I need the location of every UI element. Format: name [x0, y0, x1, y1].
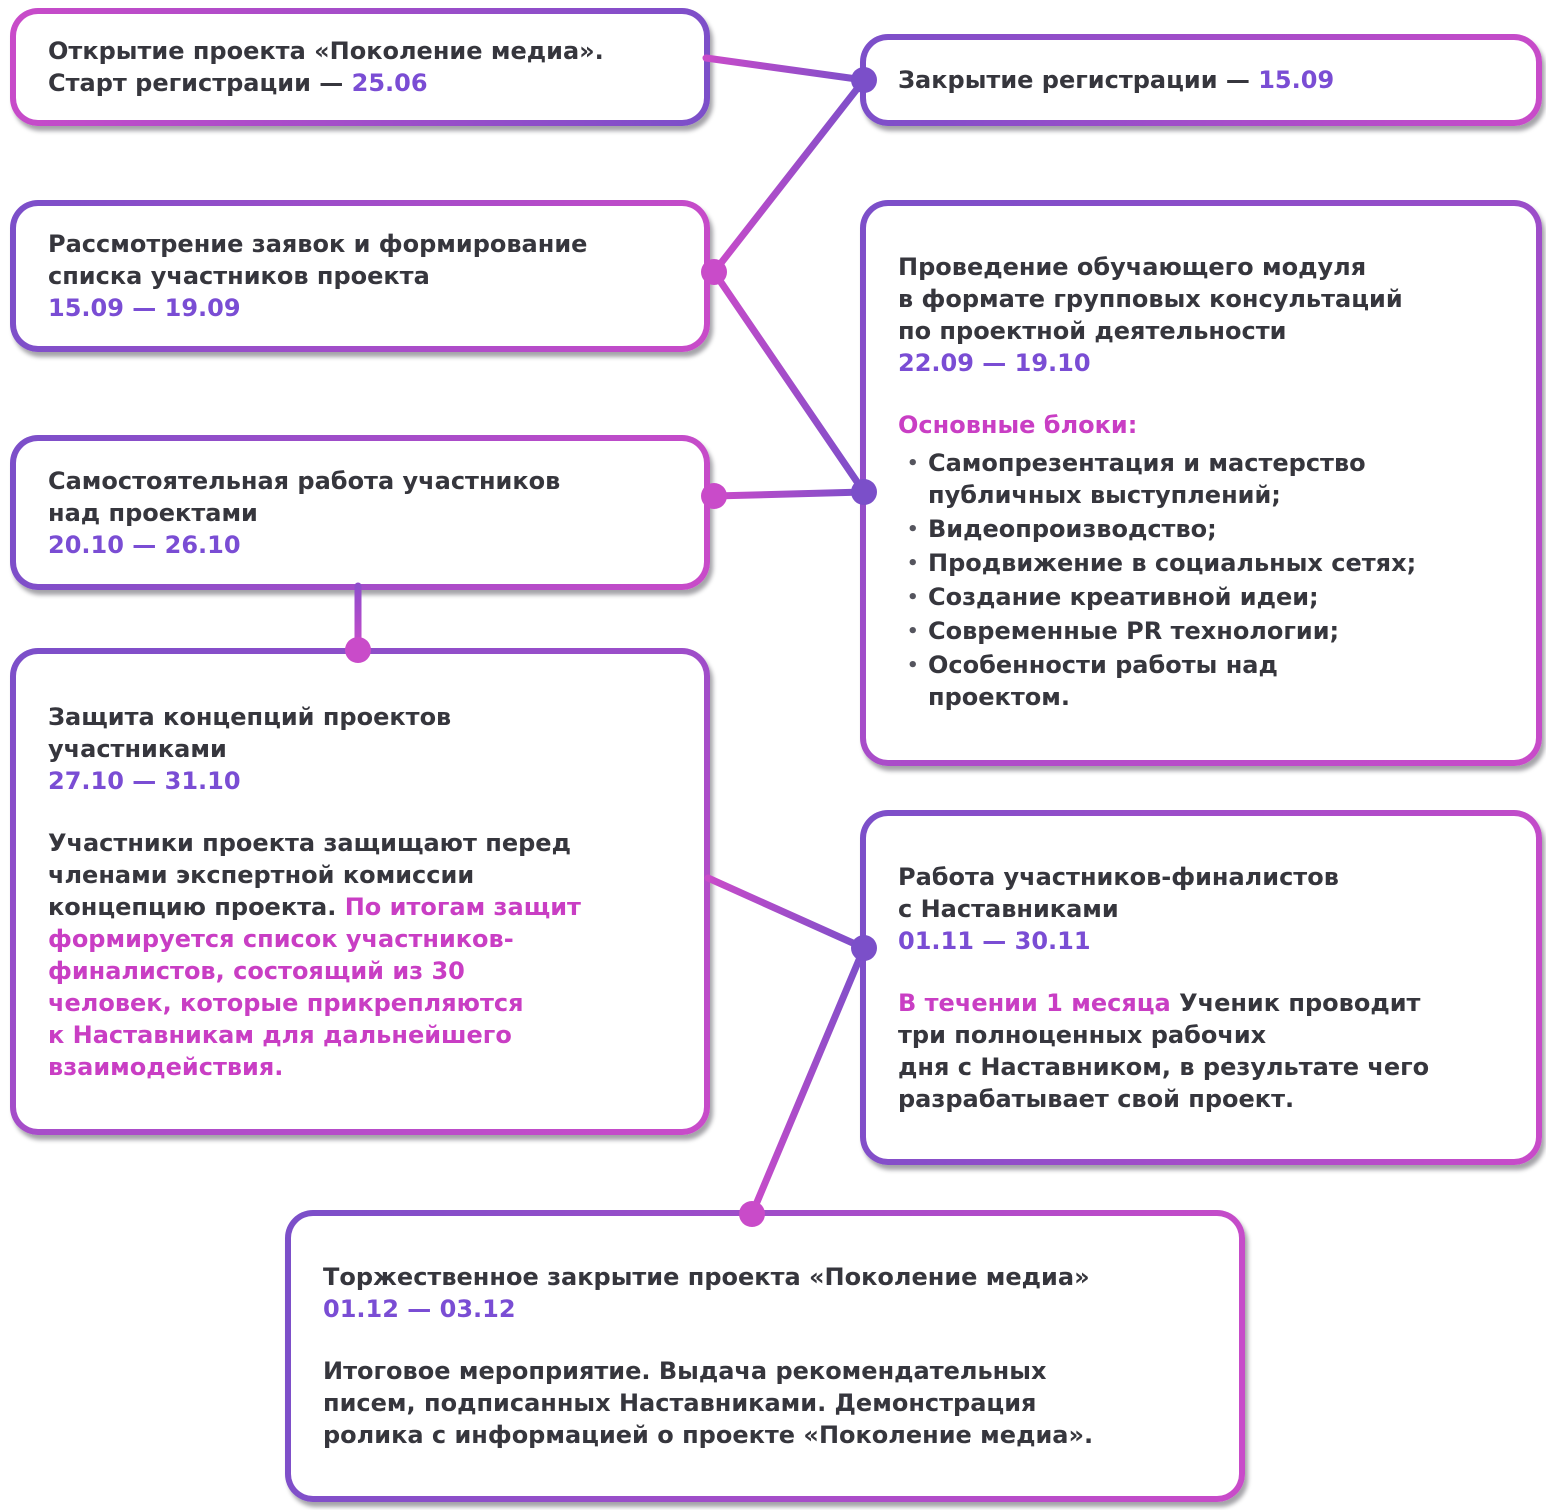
stage-card-defense-body: Защита концепций проектов участниками 27.…	[16, 654, 704, 1129]
stage-defense-title: Защита концепций проектов участниками	[48, 702, 452, 763]
stage-defense-text: Защита концепций проектов участниками 27.…	[48, 701, 672, 797]
stage-card-module: Проведение обучающего модуля в формате г…	[860, 200, 1542, 766]
stage-registration-close-text: Закрытие регистрации — 15.09	[898, 64, 1504, 96]
stage-independent-work-title: Самостоятельная работа участников над пр…	[48, 466, 561, 527]
stage-card-applications-body: Рассмотрение заявок и формирование списк…	[16, 206, 704, 346]
stage-closing-text: Торжественное закрытие проекта «Поколени…	[323, 1261, 1207, 1325]
stage-card-opening: Открытие проекта «Поколение медиа». Стар…	[10, 8, 710, 126]
stage-card-registration-close-body: Закрытие регистрации — 15.09	[866, 40, 1536, 120]
connector-line-opening-to-close	[702, 54, 868, 84]
module-bullet-text: Современные PR технологии;	[928, 617, 1340, 645]
stage-applications-text: Рассмотрение заявок и формирование списк…	[48, 228, 672, 324]
stage-card-closing: Торжественное закрытие проекта «Поколени…	[285, 1210, 1245, 1502]
module-bullet-text: Продвижение в социальных сетях;	[928, 549, 1417, 577]
module-bullet-item: Самопрезентация и мастерство публичных в…	[898, 447, 1504, 511]
stage-registration-close-date: 15.09	[1258, 66, 1335, 94]
stage-opening-date: 25.06	[351, 69, 428, 97]
connector-line-applications-to-module	[710, 268, 868, 496]
stage-card-registration-close: Закрытие регистрации — 15.09	[860, 34, 1542, 126]
stage-card-opening-body: Открытие проекта «Поколение медиа». Стар…	[16, 14, 704, 120]
stage-mentors-description: В течении 1 месяца Ученик проводит три п…	[898, 987, 1504, 1115]
connector-line-independent-to-module	[710, 488, 868, 500]
connector-line-close-to-applications	[710, 76, 868, 276]
module-bullet-text: Видеопроизводство;	[928, 515, 1217, 543]
stage-opening-title: Открытие проекта «Поколение медиа». Стар…	[48, 37, 604, 97]
module-blocks-heading: Основные блоки:	[898, 411, 1138, 439]
stage-opening-text: Открытие проекта «Поколение медиа». Стар…	[48, 35, 672, 99]
stage-module-text: Проведение обучающего модуля в формате г…	[898, 251, 1504, 379]
stage-mentors-description-accent: В течении 1 месяца	[898, 988, 1180, 1017]
stage-independent-work-text: Самостоятельная работа участников над пр…	[48, 465, 672, 561]
module-bullet-item: Видеопроизводство;	[898, 513, 1504, 546]
stage-applications-title: Рассмотрение заявок и формирование списк…	[48, 230, 588, 290]
stage-mentors-title: Работа участников-финалистов с Наставник…	[898, 862, 1339, 923]
stage-defense-description-plain: Участники проекта защищают перед членами…	[48, 828, 571, 921]
stage-defense-date: 27.10 — 31.10	[48, 766, 241, 795]
stage-card-independent-work-body: Самостоятельная работа участников над пр…	[16, 441, 704, 584]
stage-mentors-date: 01.11 — 30.11	[898, 926, 1091, 955]
stage-card-mentors: Работа участников-финалистов с Наставник…	[860, 810, 1542, 1165]
module-bullet-item: Продвижение в социальных сетях;	[898, 547, 1504, 580]
module-bullet-text: Особенности работы над проектом.	[928, 651, 1278, 711]
stage-closing-title: Торжественное закрытие проекта «Поколени…	[323, 1263, 1090, 1291]
stage-mentors-text: Работа участников-финалистов с Наставник…	[898, 861, 1504, 957]
stage-card-module-body: Проведение обучающего модуля в формате г…	[866, 206, 1536, 760]
stage-module-date: 22.09 — 19.10	[898, 349, 1091, 377]
module-blocks-list: Самопрезентация и мастерство публичных в…	[898, 445, 1504, 715]
stage-card-independent-work: Самостоятельная работа участников над пр…	[10, 435, 710, 590]
stage-closing-date: 01.12 — 03.12	[323, 1295, 516, 1323]
stage-card-applications: Рассмотрение заявок и формирование списк…	[10, 200, 710, 352]
stage-card-defense: Защита концепций проектов участниками 27.…	[10, 648, 710, 1135]
connector-line-mentors-to-closing	[748, 944, 868, 1218]
module-bullet-text: Создание креативной идеи;	[928, 583, 1319, 611]
stage-defense-description: Участники проекта защищают перед членами…	[48, 827, 672, 1083]
stage-closing-description: Итоговое мероприятие. Выдача рекомендате…	[323, 1355, 1207, 1451]
connector-line-defense-to-mentors	[704, 874, 868, 952]
stage-card-mentors-body: Работа участников-финалистов с Наставник…	[866, 816, 1536, 1159]
stage-card-closing-body: Торжественное закрытие проекта «Поколени…	[291, 1216, 1239, 1496]
stage-independent-work-date: 20.10 — 26.10	[48, 530, 241, 559]
stage-defense-description-accent: По итогам защит формируется список участ…	[48, 892, 581, 1081]
module-bullet-item: Создание креативной идеи;	[898, 581, 1504, 614]
stage-applications-date: 15.09 — 19.09	[48, 294, 241, 322]
module-bullet-item: Современные PR технологии;	[898, 615, 1504, 648]
module-bullet-item: Особенности работы над проектом.	[898, 649, 1504, 713]
stage-mentors-description-plain: Ученик проводит три полноценных рабочих …	[898, 988, 1430, 1113]
stage-module-title: Проведение обучающего модуля в формате г…	[898, 253, 1403, 345]
module-bullet-text: Самопрезентация и мастерство публичных в…	[928, 449, 1366, 509]
stage-closing-description-text: Итоговое мероприятие. Выдача рекомендате…	[323, 1357, 1094, 1449]
stage-registration-close-title: Закрытие регистрации —	[898, 66, 1259, 94]
